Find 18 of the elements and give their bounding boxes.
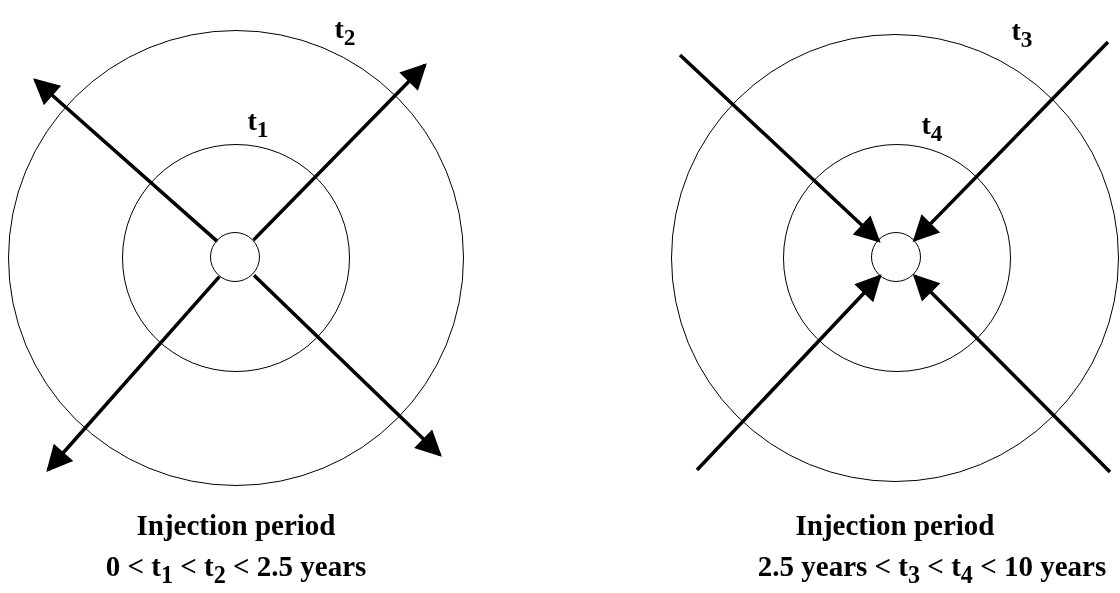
arrow xyxy=(252,63,427,242)
arrow xyxy=(912,40,1110,242)
arrow xyxy=(695,274,882,472)
caption-text: 2.5 years < t$_{3}$ < t$_{4}$ < 10 years xyxy=(757,549,1107,589)
circle xyxy=(210,232,260,282)
time-label: t$_{3}$ xyxy=(1011,17,1033,51)
time-label: t$_{2}$ xyxy=(334,15,356,49)
time-label: t$_{1}$ xyxy=(247,107,269,141)
arrow xyxy=(46,275,221,472)
time-label: t$_{4}$ xyxy=(921,111,943,145)
arrow xyxy=(912,273,1112,474)
caption-text: Injection period xyxy=(795,508,995,543)
circle xyxy=(871,232,921,282)
arrow xyxy=(252,274,442,457)
caption-text: Injection period xyxy=(136,508,336,543)
caption-text: 0 < t$_{1}$ < t$_{2}$ < 2.5 years xyxy=(105,549,367,589)
arrow xyxy=(33,78,219,243)
arrow xyxy=(678,53,881,243)
